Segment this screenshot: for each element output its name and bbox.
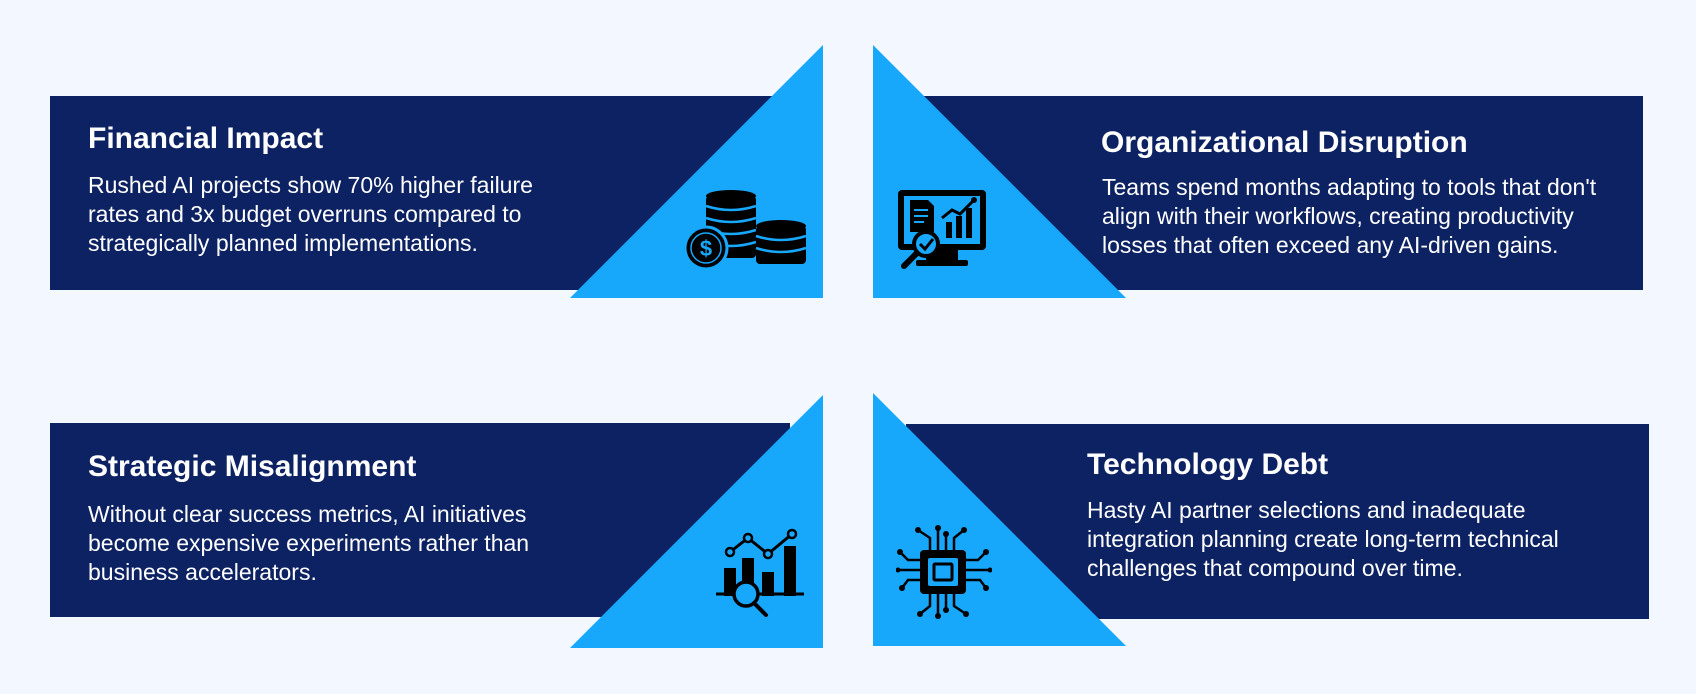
chart-magnifier-icon — [714, 528, 806, 618]
svg-text:$: $ — [700, 236, 712, 261]
monitor-analytics-icon — [896, 188, 988, 270]
coins-dollar-icon: $ — [684, 190, 808, 272]
panel-description: Hasty AI partner selections and inadequa… — [1087, 497, 1559, 581]
panel-description: Rushed AI projects show 70% higher failu… — [88, 172, 533, 256]
panel-description: Without clear success metrics, AI initia… — [88, 501, 530, 585]
panel-title: Organizational Disruption — [1101, 126, 1468, 159]
panel-description: Teams spend months adapting to tools tha… — [1102, 174, 1597, 258]
panel-title: Technology Debt — [1087, 448, 1329, 481]
panel-title: Strategic Misalignment — [88, 450, 417, 483]
panel-title: Financial Impact — [88, 122, 324, 155]
circuit-chip-icon — [896, 524, 992, 620]
